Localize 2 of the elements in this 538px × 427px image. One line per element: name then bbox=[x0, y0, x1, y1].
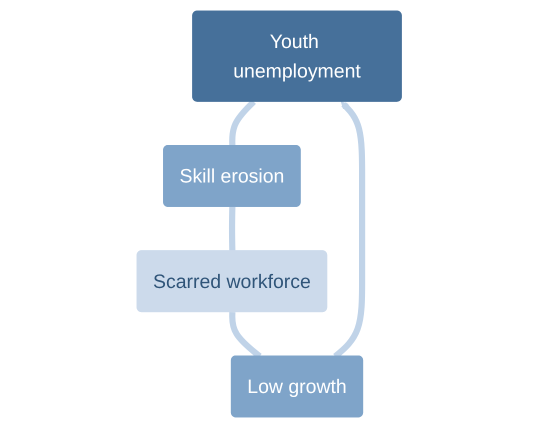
connector bbox=[228, 206, 236, 251]
connector bbox=[228, 99, 256, 146]
